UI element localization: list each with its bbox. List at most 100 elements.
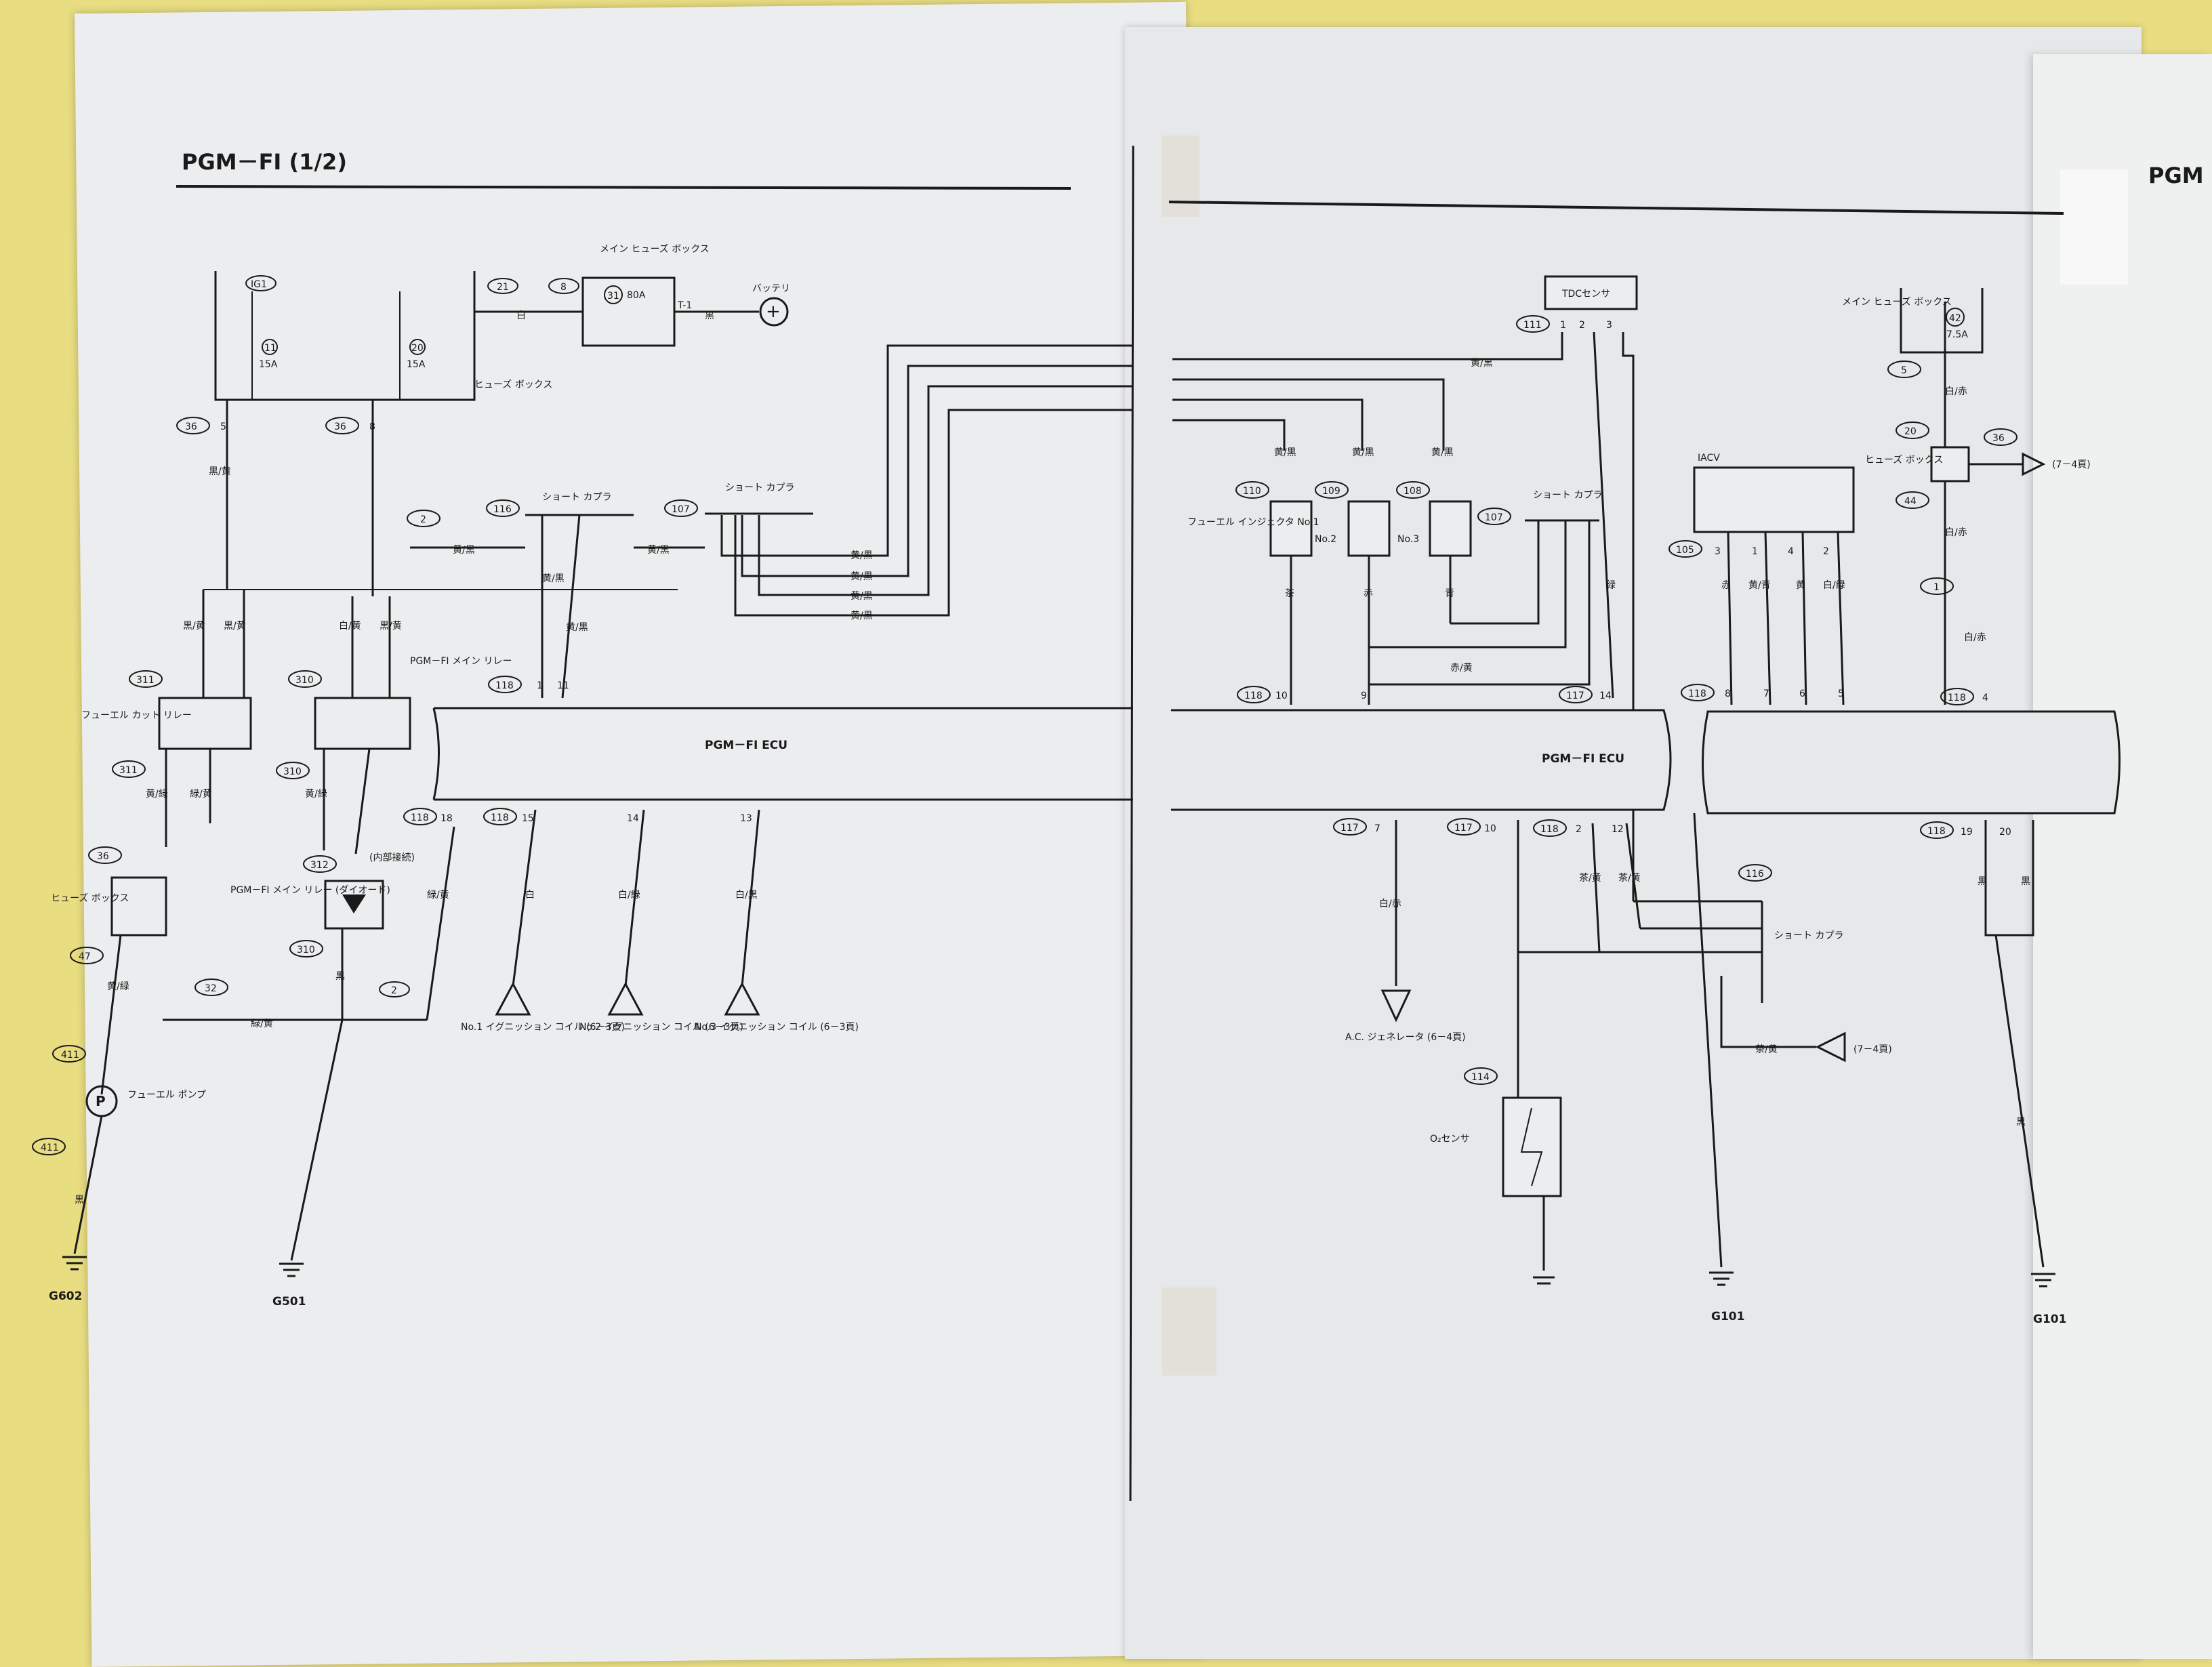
c310c-badge [289,940,323,958]
ac-gen-label: A.C. ジェネレータ (6－4頁) [1345,1032,1466,1043]
inj2-in-color: 黄/黒 [1352,447,1374,458]
pin5: 5 [220,421,226,432]
battery-plus: + [766,302,781,322]
tdc-wire-1-color: 黄/黒 [1471,357,1493,369]
ground-g101b: G101 [2033,1313,2066,1326]
relay2-wire-a: 白/黄 [339,620,361,632]
fuse-box-label: ヒューズ ボックス [474,379,552,390]
ac-gen-arrow [1380,989,1412,1023]
ground-g501-symbol [279,1262,304,1277]
conn36b: 36 [334,421,346,432]
harness-3-color: 黄/黒 [851,590,873,602]
c47-badge [70,947,104,964]
inj3-in-color: 黄/黒 [1431,447,1454,458]
iacv-pin-1: 1 [1752,546,1758,557]
fuse-wire-color-a: 白/赤 [1945,386,1967,397]
iacv-wire-1-color: 黄/青 [1748,579,1771,591]
fuse11-no: 11 [264,343,276,354]
battery-wire-color: 黒 [705,310,714,321]
tdc-wire-1 [1172,332,1563,361]
main-relay [314,697,411,750]
harness-2 [741,365,1133,577]
injector-3 [1429,500,1472,557]
injector-2 [1347,500,1391,557]
ecu-fuse-pin-4: 4 [1982,693,1988,703]
c310b-badge [276,762,310,779]
coil2-symbol [607,981,644,1016]
inj1-in-color: 黄/黒 [1274,447,1296,458]
tdc-pin-3: 3 [1606,320,1612,331]
harness-1-color: 黄/黒 [851,550,873,561]
coil2-wire-color: 白/緑 [618,890,640,901]
conn36a-badge [176,417,210,434]
g101b-wire-color: 黒 [2016,1117,2026,1128]
ref-b-arrow [1815,1031,1846,1063]
conn36b-badge [325,417,359,434]
c117r-badge [1559,686,1593,703]
c5: 5 [1901,365,1907,376]
title-rule-left [176,185,1071,190]
iacv-pin-3: 3 [1715,546,1721,557]
tdc-pin-2: 2 [1579,320,1585,331]
coil1-wire-color: 白 [525,890,535,901]
c411b-badge [32,1138,66,1155]
injector-2-label: No.2 [1315,534,1336,545]
conn21: 21 [497,282,509,293]
o2-ground-symbol [1533,1276,1555,1285]
fuse20-no: 20 [411,343,424,354]
c2: 2 [420,514,426,525]
relay1-wire-a: 黒/黄 [183,620,205,632]
c118a-badge [488,676,522,693]
c312-badge [303,855,337,873]
fuel-cut-relay [158,697,252,750]
c114-badge [1464,1067,1498,1085]
tdc-wire-2 [1593,331,1614,699]
main-fuse-box-r-label: メイン ヒューズ ボックス [1842,297,1952,308]
pin19-color: 黒 [1978,876,1987,887]
pin20-color: 黒 [2021,876,2030,887]
internal-connection: (内部接続) [369,852,415,863]
iacv-wire-2-color: 白/緑 [1823,580,1845,591]
short-coupler-116-label: ショート カプラ [542,492,611,503]
c109-badge [1315,481,1349,499]
inj3-harness [1172,378,1445,451]
ecu-iacv-pin-6: 6 [1799,688,1805,699]
ecu-pin-15: 15 [522,813,534,824]
wire-pin2-color: 茶/黄 [1579,872,1601,884]
feed-wire-color: 白 [516,310,526,321]
pump-relay-link-color: 緑/黄 [251,1018,273,1029]
c117a-badge [1333,818,1367,836]
wire-pin12-color: 茶/黄 [1618,872,1641,884]
fuse42-badge [1946,308,1965,327]
injector-3-label: No.3 [1397,534,1419,545]
c20r: 20 [1904,426,1917,437]
pump-ground-wire [73,1115,103,1254]
c20r-badge [1896,421,1929,439]
coil3-wire-color: 白/黒 [735,890,758,901]
c1r: 1 [1933,582,1940,593]
short-coupler-116-label-r: ショート カプラ [1774,930,1843,941]
pin8: 8 [369,421,375,432]
c5-badge [1887,361,1921,378]
wire-bk-y-label: 黒/黄 [209,466,231,477]
injector-1-label: フューエル インジェクタ No.1 [1187,517,1319,528]
c411a-badge [52,1045,86,1063]
iacv [1693,466,1855,533]
c36r: 36 [1992,433,2005,444]
wire-y-bk-c: 黄/黒 [542,573,565,584]
c118b-badge [403,808,437,825]
ref-b: (7－4頁) [1853,1044,1892,1055]
fuse-wire-color-b: 白/赤 [1945,527,1967,538]
fuel-cut-relay-label: フューエル カット リレー [81,710,192,721]
c110: 110 [1243,486,1261,497]
c47: 47 [79,951,91,962]
c116: 116 [493,504,512,515]
coil3-wire [741,809,760,987]
ground-g101b-symbol [2031,1273,2055,1288]
wire-pin12 [1625,823,1641,929]
conn36a: 36 [185,421,197,432]
c107: 107 [672,504,690,515]
ground-g101a-symbol [1709,1271,1734,1286]
g101a-wire [1693,812,1723,1268]
c107r: 107 [1485,512,1503,523]
